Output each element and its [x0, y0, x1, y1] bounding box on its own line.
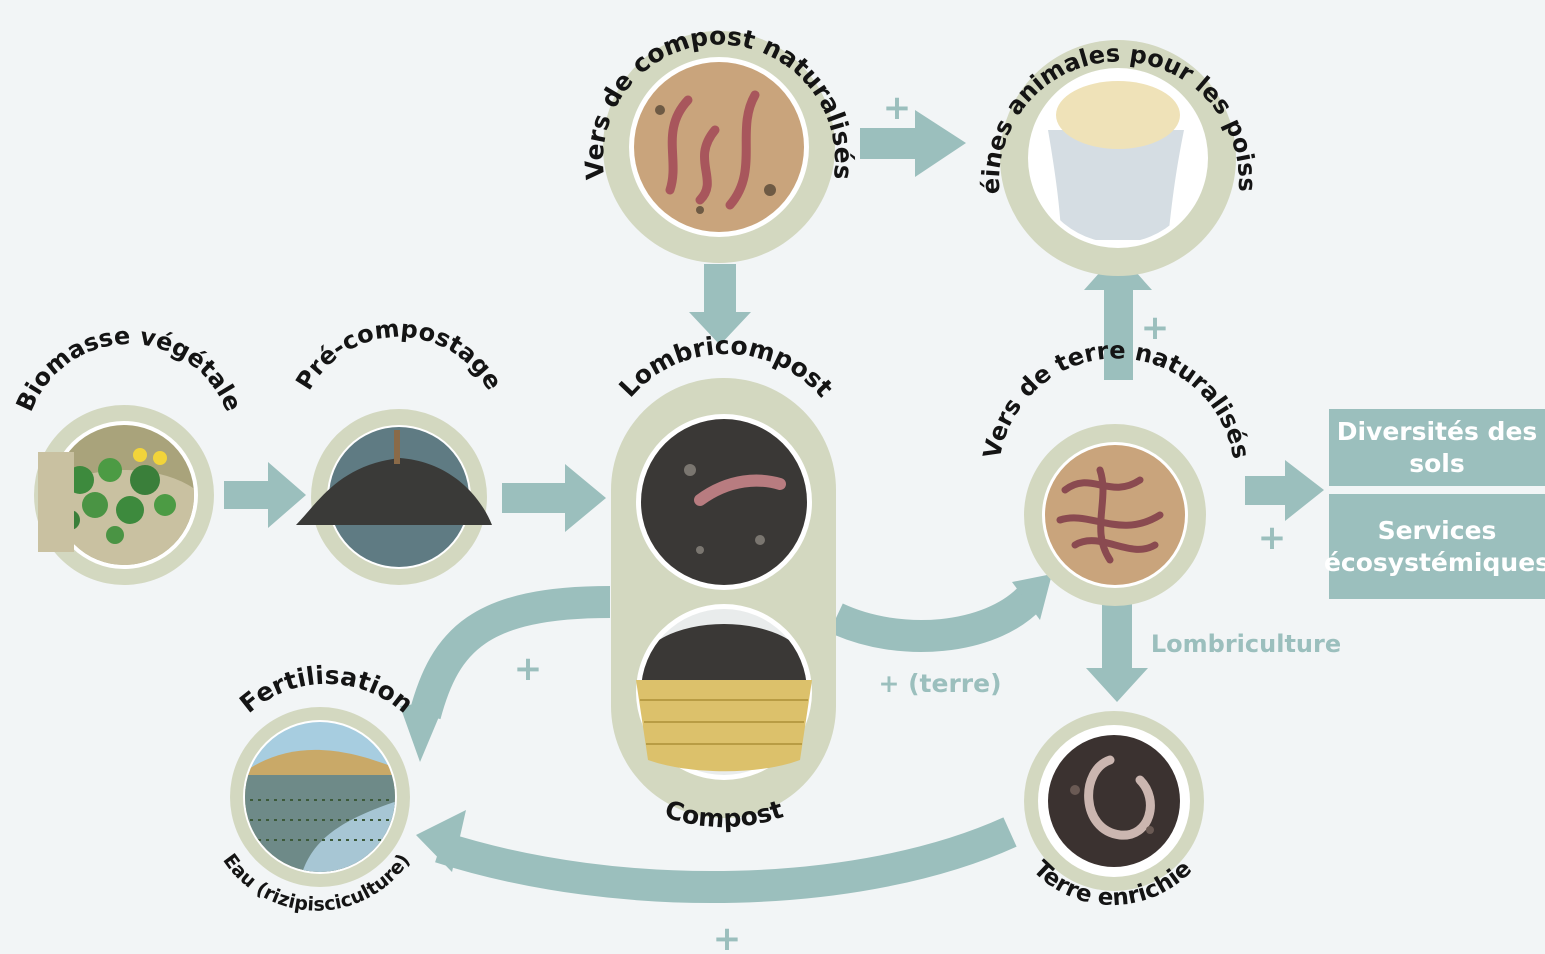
arrow-biomass-to-precompost	[224, 462, 306, 528]
arrowhead-water	[416, 810, 466, 872]
enriched-soil-icon	[1039, 726, 1189, 876]
worm-compost-icon	[641, 419, 807, 585]
node-earthworms	[1024, 424, 1206, 606]
protein-sack-icon	[1033, 73, 1203, 243]
worms-icon	[634, 62, 804, 232]
node-fertilisation	[230, 707, 410, 887]
label-biomass: Biomasse végétale	[11, 322, 248, 416]
label-lombriculture: Lombriculture	[1151, 630, 1341, 658]
plus-soil-water: +	[713, 919, 742, 954]
arrow-earthworms-to-soil	[1086, 604, 1148, 702]
arrow-earthworms-to-outcomes	[1245, 460, 1324, 521]
plus-worms-proteins: +	[883, 88, 912, 128]
node-enriched-soil	[1024, 711, 1204, 891]
arrows	[224, 110, 1324, 702]
arrow-soil-to-fertilisation	[435, 817, 1017, 903]
earthworms-icon	[1045, 445, 1185, 585]
node-biomass	[34, 405, 214, 585]
arrow-worms-to-proteins	[860, 110, 966, 177]
plant-biomass-icon	[54, 425, 194, 565]
arrow-earthworms-to-proteins	[1084, 252, 1152, 380]
arrow-lombricompost-to-earthworms	[829, 586, 1042, 653]
node-precompost	[296, 409, 492, 585]
plus-earthworms-proteins: +	[1141, 308, 1170, 348]
arrowhead-earthworms	[1012, 574, 1052, 620]
outcome-soil-diversity-text: Diversités des sols	[1336, 416, 1538, 478]
arrow-worms-to-lombricompost	[689, 264, 751, 345]
plus-outcomes: +	[1258, 518, 1287, 558]
outcome-ecosystem-services-text: Services écosystémiques	[1323, 515, 1545, 577]
plus-fertilisation: +	[514, 649, 543, 689]
outcome-soil-diversity: Diversités des sols	[1329, 409, 1545, 486]
label-terre-flow: + (terre)	[878, 669, 1001, 698]
outcome-ecosystem-services: Services écosystémiques	[1324, 494, 1545, 599]
arrowhead-fertilisation	[400, 700, 446, 762]
node-proteins	[1000, 40, 1236, 276]
arrow-compost-to-fertilisation	[409, 586, 611, 720]
arrow-precompost-to-lombricompost	[502, 464, 606, 532]
node-compost-worms	[603, 31, 835, 263]
label-precompost: Pré-compostage	[290, 314, 507, 394]
node-lombricompost	[611, 378, 836, 818]
